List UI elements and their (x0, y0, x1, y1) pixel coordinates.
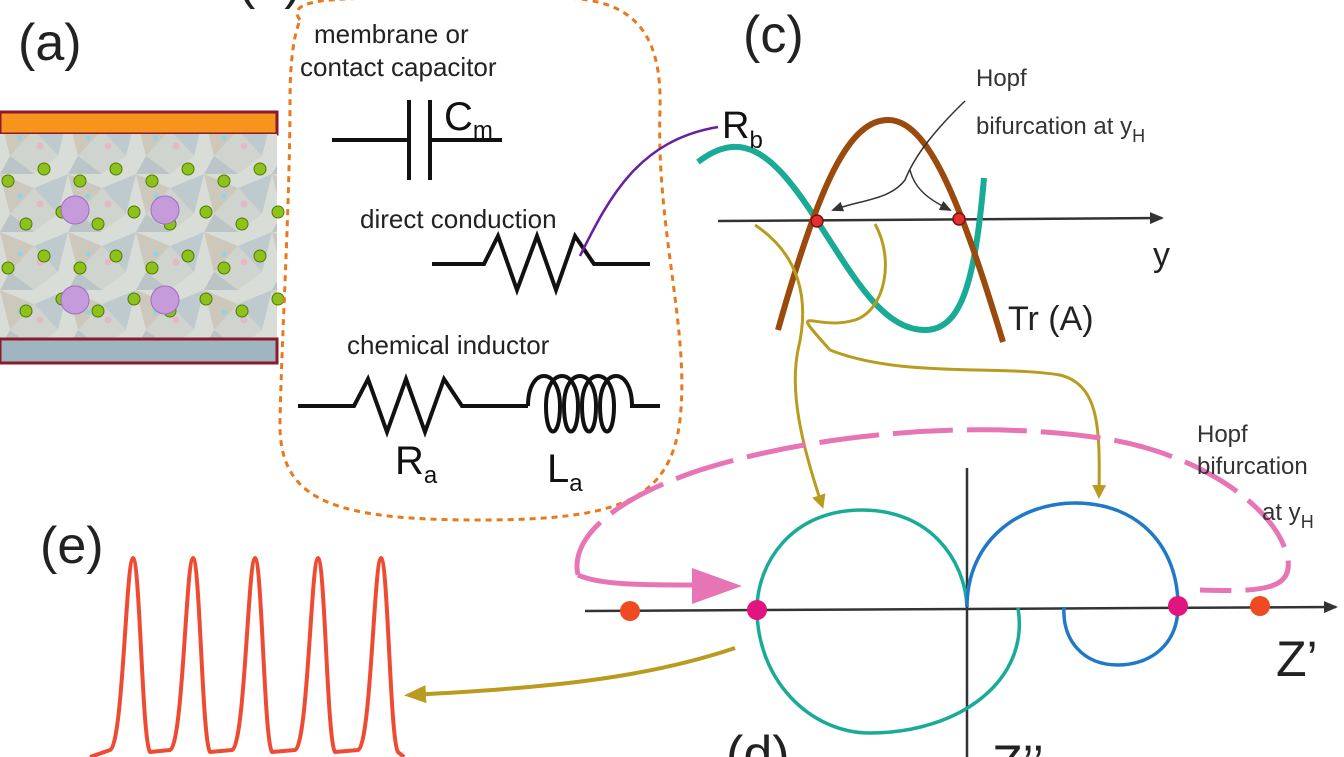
imaginary-axis-label: Z’’ (992, 735, 1044, 757)
hopf-leader-right (909, 169, 952, 211)
lattice-atom (217, 261, 231, 275)
ra-symbol: Ra (395, 439, 438, 489)
lattice-atom (181, 162, 195, 176)
lattice-atom (145, 261, 159, 275)
hopf-d-line1: Hopf (1197, 421, 1248, 448)
lattice-cation (60, 195, 90, 225)
blue-impedance-loop (965, 501, 1180, 667)
lattice-cation (150, 285, 180, 315)
lattice-atom (91, 304, 105, 318)
tr-a-label: Tr (A) (1008, 300, 1094, 338)
panel-b-label: (b) (238, 0, 302, 10)
lattice-atom (253, 162, 267, 176)
lattice-atom (37, 162, 51, 176)
panel-c-label: (c) (743, 6, 804, 64)
red-dot-left (620, 601, 640, 621)
lattice-atom (199, 292, 213, 306)
lattice-atom (181, 249, 195, 263)
la-symbol: La (547, 447, 583, 497)
hopf-c-line1: Hopf (976, 65, 1027, 92)
spike-train (89, 556, 406, 757)
real-axis-label: Z’ (1276, 631, 1318, 687)
circuit-boundary (278, 0, 684, 522)
panel-e-label: (e) (40, 517, 104, 575)
map-arrow-right-branch (829, 348, 1107, 499)
pink-arrow-shaft (576, 572, 701, 588)
red-dot-right (1250, 596, 1270, 616)
lattice-atom (127, 205, 141, 219)
lattice-atom (109, 162, 123, 176)
hopf-d-line2: bifurcation (1197, 453, 1308, 480)
lattice-atom (271, 292, 285, 306)
real-axis-line (584, 601, 1338, 614)
lattice-atoms (1, 162, 285, 318)
lattice-atom (127, 292, 141, 306)
lattice-cation (150, 195, 180, 225)
lattice-atom (109, 249, 123, 263)
map-arrow-loop (806, 223, 887, 352)
lattice-atom (271, 205, 285, 219)
panel-a-crystal-cell (0, 110, 285, 365)
lattice-atom (73, 261, 87, 275)
magenta-dot-right (1168, 596, 1188, 616)
lattice-atom (199, 205, 213, 219)
cm-symbol: Cm (444, 95, 493, 144)
magenta-dot-left (747, 600, 767, 620)
rb-leader-line (578, 125, 719, 257)
inductor-caption: chemical inductor (347, 330, 550, 360)
resistor-ra-symbol (298, 373, 528, 438)
bottom-electrode (0, 337, 279, 365)
hopf-d-line3: at yH (1262, 499, 1314, 532)
hopf-point-right (952, 212, 966, 226)
lattice-atom (19, 217, 33, 231)
teal-impedance-loop (755, 508, 1022, 735)
trace-curve-tr-a (775, 116, 1006, 343)
resistor-rb-symbol (432, 230, 650, 297)
hopf-leader-left (831, 100, 966, 212)
hopf-c-line2: bifurcation at yH (976, 113, 1145, 146)
capacitor-symbol (332, 100, 502, 180)
hopf-pink-path (574, 427, 1291, 594)
y-axis-line (717, 212, 1164, 225)
rb-symbol: Rb (722, 105, 763, 154)
map-arrow-left-branch (754, 223, 826, 509)
resistor-caption: direct conduction (360, 204, 557, 234)
lattice-atom (91, 217, 105, 231)
lattice-atom (217, 174, 231, 188)
hopf-point-left (810, 214, 824, 228)
y-axis-label: y (1153, 236, 1170, 274)
lattice-atom (145, 174, 159, 188)
lattice-atom (37, 249, 51, 263)
inductor-la-symbol (526, 374, 660, 434)
teal-curve (696, 143, 987, 334)
capacitor-caption-line2: contact capacitor (300, 52, 497, 82)
panel-a-label: (a) (18, 14, 82, 72)
lattice-atom (73, 174, 87, 188)
lattice-atom (235, 217, 249, 231)
lattice-atom (1, 261, 15, 275)
pink-arrow-head (692, 568, 742, 604)
lattice-atom (253, 249, 267, 263)
capacitor-caption-line1: membrane or (314, 19, 469, 49)
top-electrode (0, 110, 279, 136)
lattice-cation (60, 285, 90, 315)
map-arrow-to-spikes (404, 646, 736, 704)
panel-d-label: (d) (726, 726, 790, 757)
lattice-atom (235, 304, 249, 318)
lattice-atom (1, 174, 15, 188)
lattice-atom (19, 304, 33, 318)
